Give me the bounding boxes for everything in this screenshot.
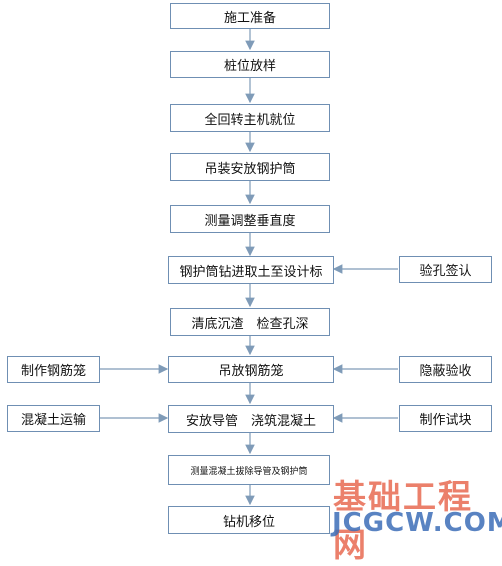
flow-connectors	[100, 29, 398, 506]
step-construction-prep: 施工准备	[170, 3, 330, 29]
side-make-rebar-cage: 制作钢筋笼	[7, 356, 100, 383]
step-pile-layout: 桩位放样	[170, 51, 330, 78]
side-concrete-transport: 混凝土运输	[7, 405, 100, 432]
step-lower-rebar-cage: 吊放钢筋笼	[168, 356, 334, 383]
step-drill-to-design-level: 钢护筒钻进取土至设计标	[168, 256, 334, 284]
side-make-test-block: 制作试块	[399, 405, 492, 432]
step-measure-remove-casing: 测量混凝土拔除导管及钢护筒	[168, 455, 330, 485]
step-adjust-verticality: 测量调整垂直度	[170, 205, 330, 233]
side-hidden-work-acceptance: 隐蔽验收	[399, 356, 492, 383]
step-rig-relocation: 钻机移位	[168, 506, 330, 534]
step-clean-and-check-depth: 清底沉渣 检查孔深	[170, 308, 330, 336]
watermark-cn: 基础工程网	[333, 477, 473, 564]
side-hole-inspection-signoff: 验孔签认	[399, 256, 492, 283]
watermark-en: JCGCW.COM	[332, 508, 502, 538]
step-rig-positioning: 全回转主机就位	[170, 104, 330, 132]
step-install-casing: 吊装安放钢护筒	[170, 153, 330, 181]
step-place-tremie-pour: 安放导管 浇筑混凝土	[168, 405, 334, 433]
